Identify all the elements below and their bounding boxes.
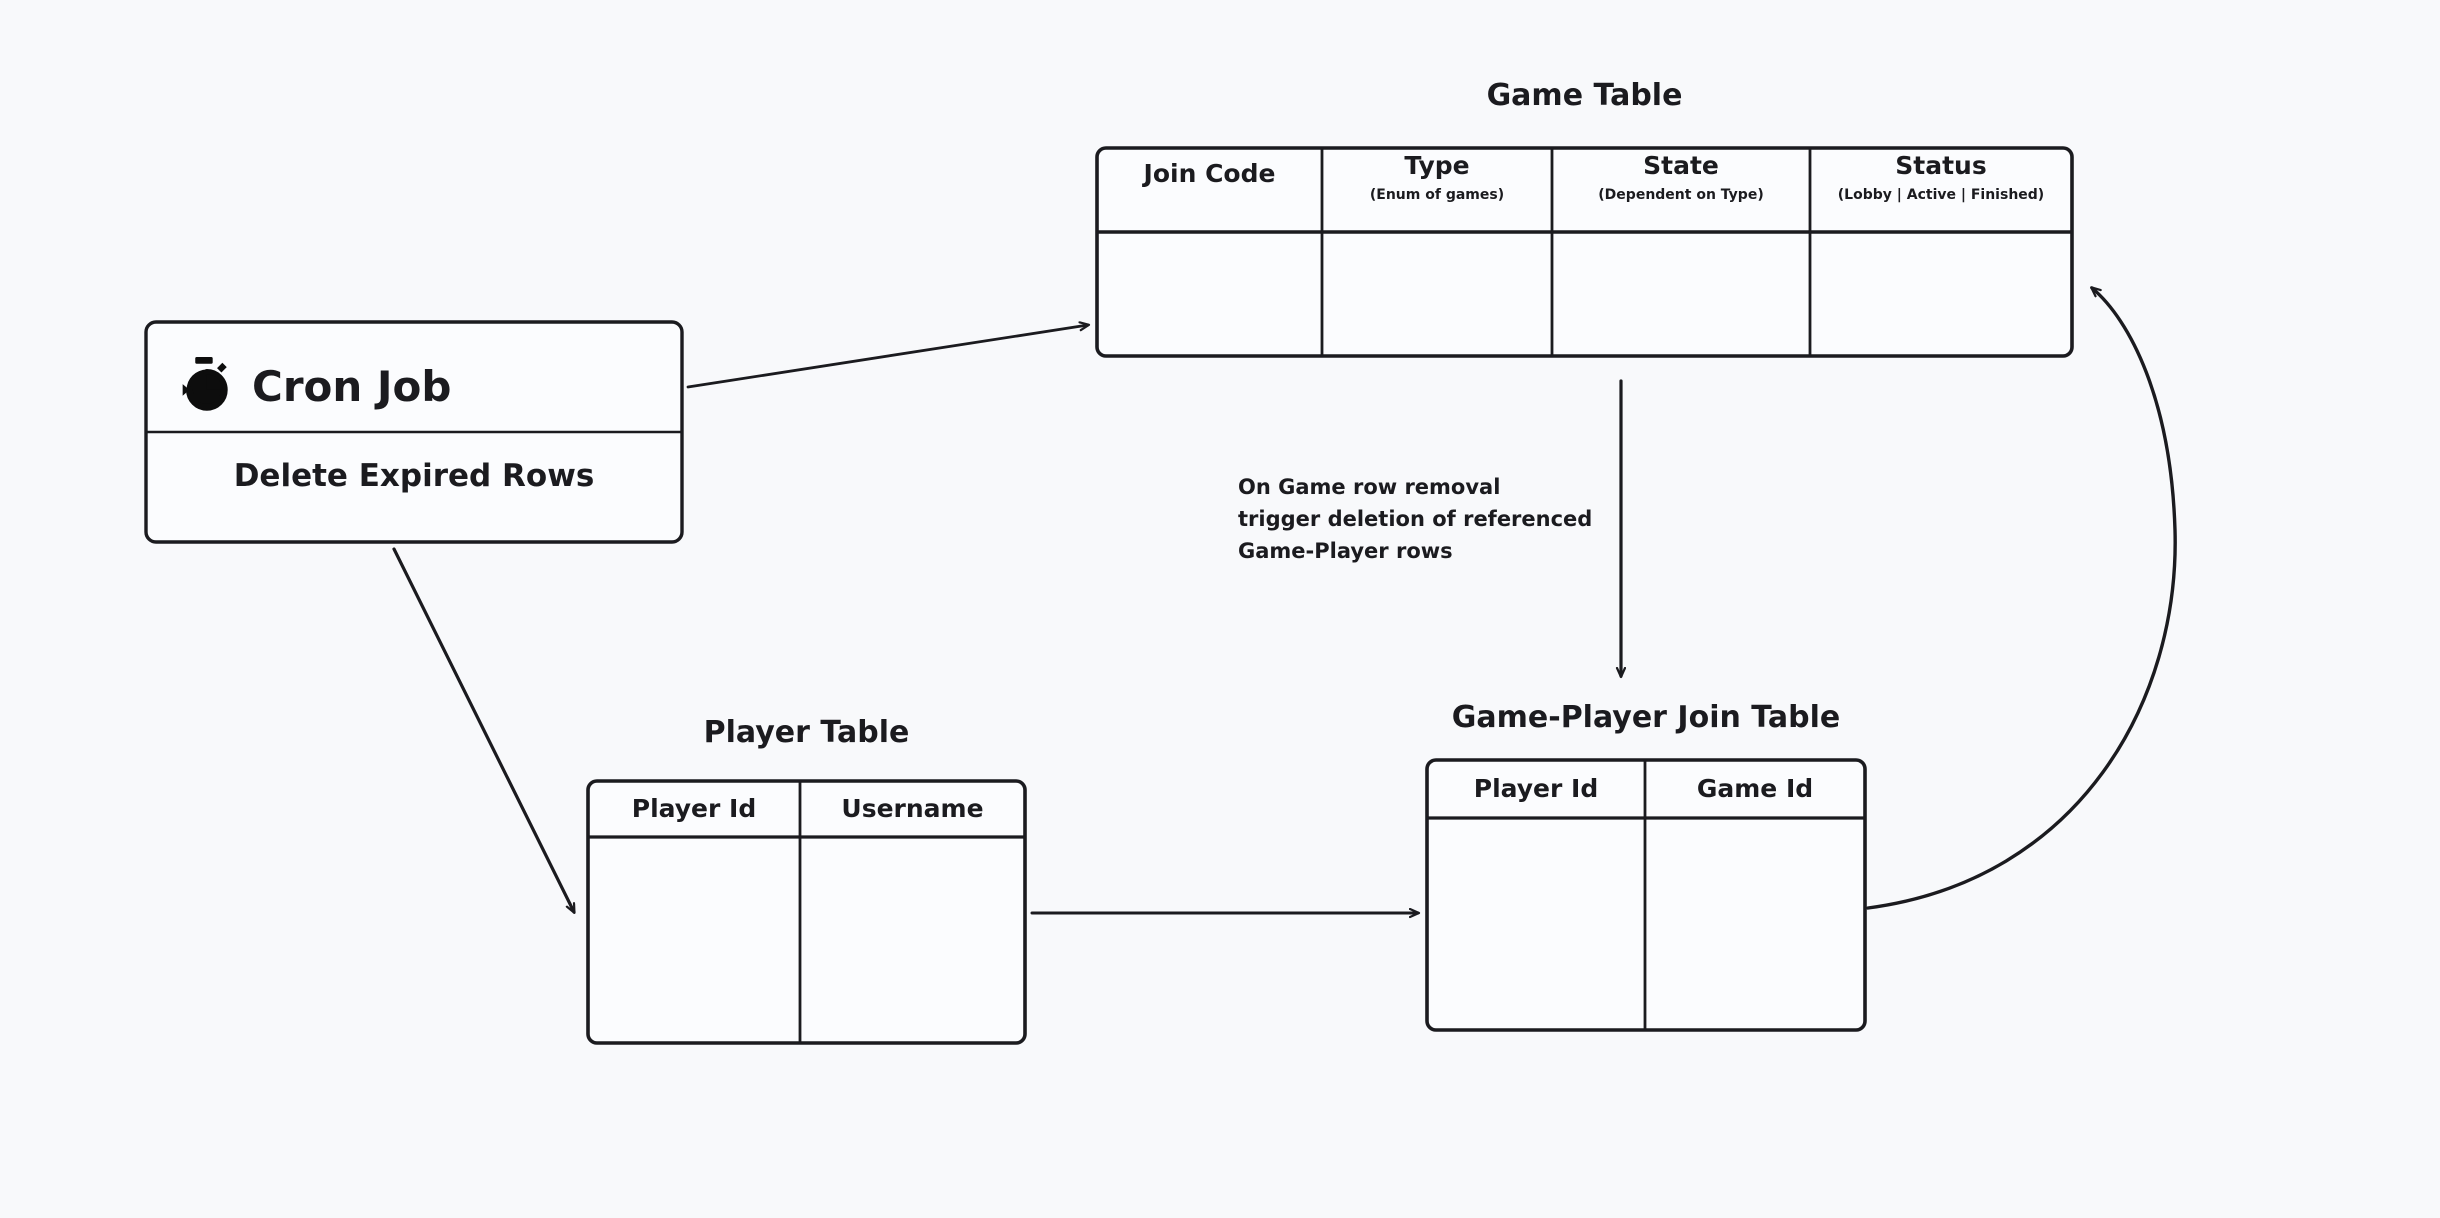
column-label: Username	[841, 794, 984, 823]
player-table-title: Player Table	[703, 715, 910, 750]
player-table-column-player-id: Player Id	[588, 795, 800, 837]
column-label: Game Id	[1696, 774, 1814, 803]
column-note: (Dependent on Type)	[1598, 186, 1764, 203]
game-table-box	[1095, 146, 2074, 358]
column-label: Player Id	[631, 794, 757, 823]
join-table-node[interactable]	[1425, 758, 1867, 1032]
game-table-column-join-code: Join Code	[1097, 160, 1322, 232]
column-label: Join Code	[1143, 159, 1276, 188]
column-label: Type	[1404, 151, 1470, 180]
player-table-column-username: Username	[800, 795, 1025, 837]
connector-cron-to-player-table	[392, 547, 576, 912]
join-table-column-player-id: Player Id	[1427, 775, 1645, 817]
column-note: (Enum of games)	[1369, 186, 1505, 203]
game-table-column-status: Status (Lobby | Active | Finished)	[1810, 152, 2072, 232]
column-label: Status	[1895, 151, 1987, 180]
stopwatch-refresh-icon	[172, 355, 234, 417]
cron-job-action-label: Delete Expired Rows	[233, 458, 595, 494]
cron-job-title: Cron Job	[252, 361, 452, 411]
game-table-title: Game Table	[1486, 78, 1683, 113]
game-table-node[interactable]	[1095, 146, 2074, 358]
cron-job-node[interactable]	[144, 320, 684, 544]
game-table-column-type: Type (Enum of games)	[1322, 152, 1552, 232]
game-table-column-state: State (Dependent on Type)	[1552, 152, 1810, 232]
cron-job-title-row: Cron Job	[172, 340, 451, 432]
player-table-node[interactable]	[586, 779, 1027, 1045]
player-table-box	[586, 779, 1027, 1045]
column-note: (Lobby | Active | Finished)	[1837, 186, 2045, 203]
column-label: Player Id	[1473, 774, 1599, 803]
cascade-delete-annotation: On Game row removal trigger deletion of …	[1238, 475, 1593, 563]
column-label: State	[1643, 151, 1719, 180]
join-table-title: Game-Player Join Table	[1451, 700, 1841, 735]
connector-join-table-to-game-table	[1866, 288, 2177, 910]
join-table-column-game-id: Game Id	[1645, 775, 1865, 817]
connector-cron-to-game-table	[686, 325, 1088, 389]
